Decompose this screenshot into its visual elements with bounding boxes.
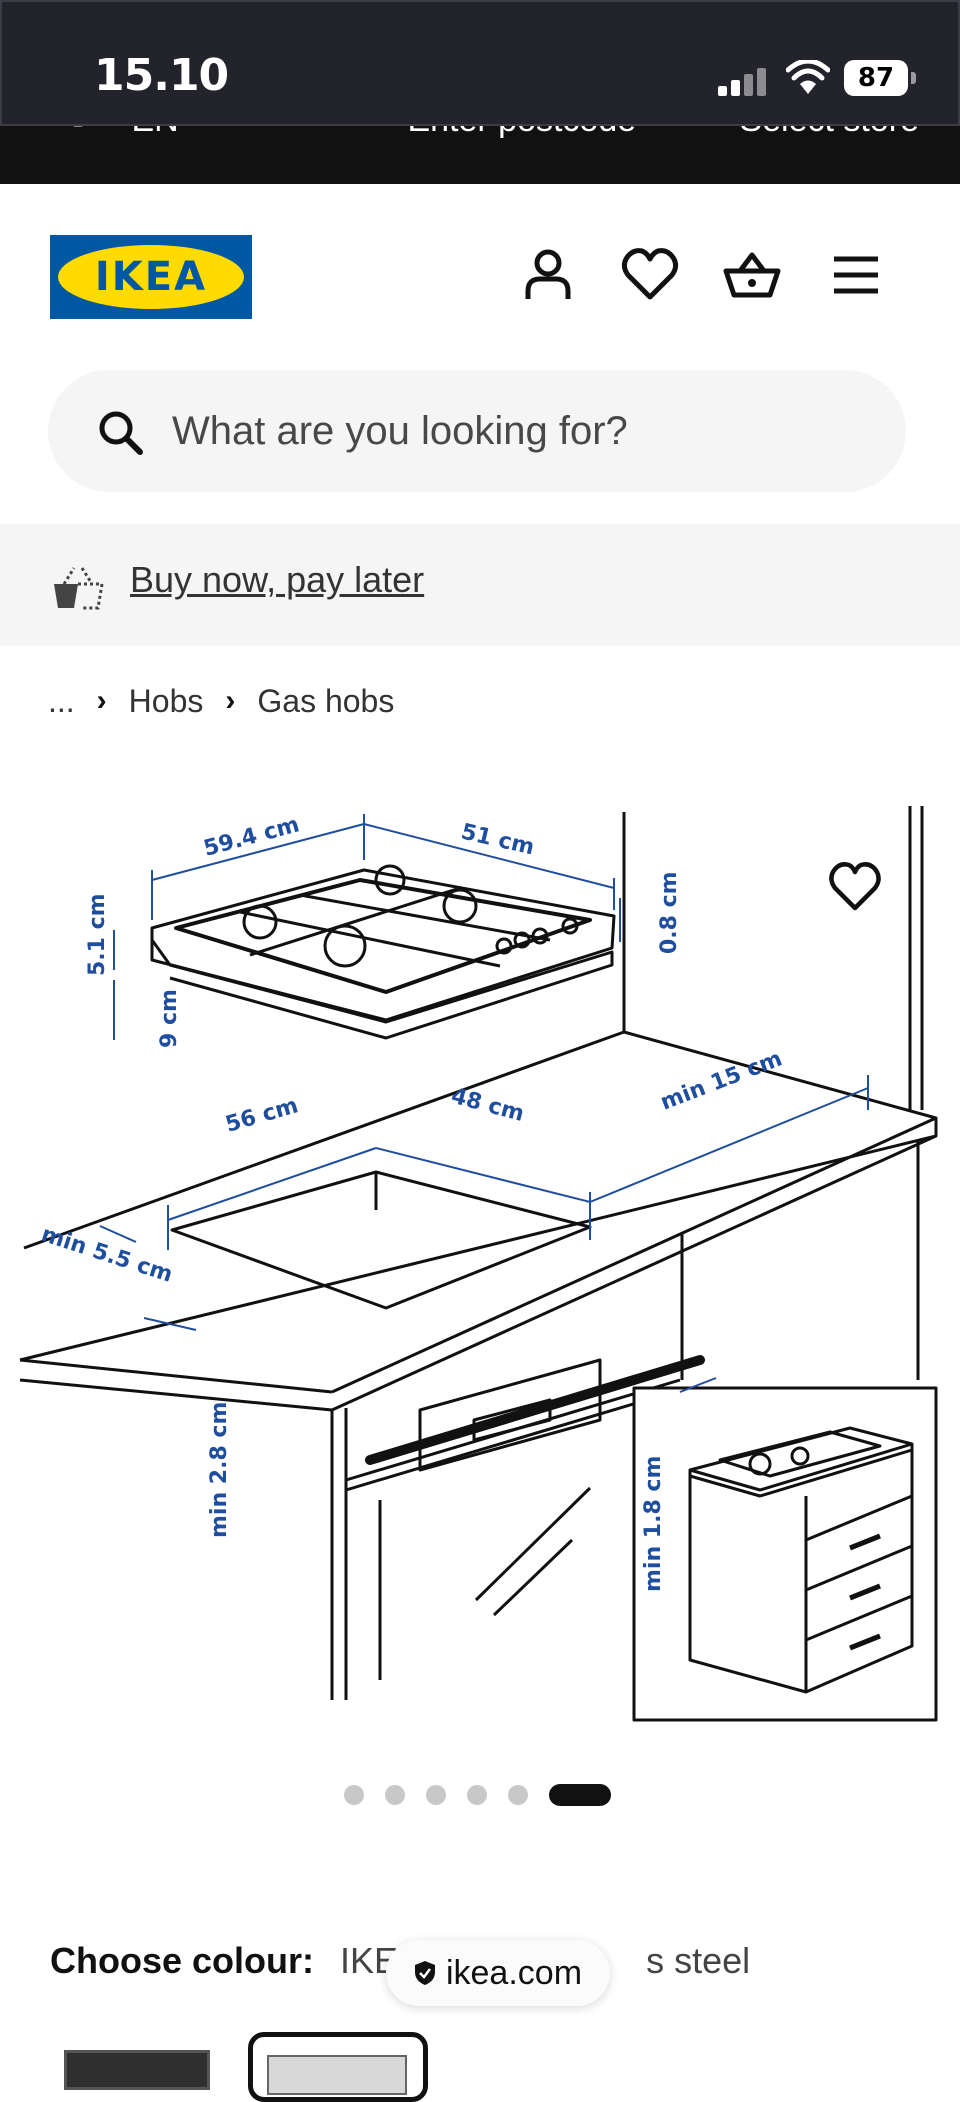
dim-height: 5.1 cm xyxy=(85,893,110,976)
carousel-dot[interactable] xyxy=(426,1785,446,1805)
dim-worktop-thickness: min 2.8 cm xyxy=(207,1402,232,1538)
dim-depth-below: 9 cm xyxy=(157,989,182,1048)
chevron-right-icon: › xyxy=(225,684,236,717)
carousel-dot-active[interactable] xyxy=(549,1784,611,1806)
carousel-dot[interactable] xyxy=(385,1785,405,1805)
carousel-dot[interactable] xyxy=(467,1785,487,1805)
colour-option-stainless-selected[interactable] xyxy=(248,2032,428,2102)
chevron-right-icon: › xyxy=(96,684,107,717)
colour-value-end: s steel xyxy=(646,1940,751,1981)
dim-cutout-depth: 48 cm xyxy=(448,1084,526,1127)
colour-selector: Choose colour: IKE s steel xyxy=(50,1940,750,1982)
colour-option-black[interactable] xyxy=(64,2050,210,2090)
bnpl-link[interactable]: Buy now, pay later xyxy=(130,559,425,600)
bnpl-banner[interactable]: Buy now, pay later xyxy=(0,524,960,646)
cellular-signal-icon xyxy=(718,68,770,96)
carousel-dot[interactable] xyxy=(508,1785,528,1805)
favourites-icon[interactable] xyxy=(620,245,680,305)
search-placeholder: What are you looking for? xyxy=(172,409,628,453)
colour-label: Choose colour: xyxy=(50,1940,315,1981)
dim-inset-gap: min 1.8 cm xyxy=(641,1456,666,1592)
menu-icon[interactable] xyxy=(826,245,886,305)
dim-thickness: 0.8 cm xyxy=(657,871,682,954)
secure-shield-icon xyxy=(414,1961,435,1985)
dim-front-clearance: min 5.5 cm xyxy=(38,1222,175,1288)
breadcrumb-ellipsis[interactable]: ... xyxy=(48,682,75,719)
breadcrumb: ... › Hobs › Gas hobs xyxy=(48,676,394,726)
dim-depth: 51 cm xyxy=(459,819,537,860)
search-bar[interactable]: What are you looking for? xyxy=(48,370,906,492)
battery-indicator: 87 xyxy=(844,60,916,96)
account-icon[interactable] xyxy=(518,245,578,305)
carousel-dot[interactable] xyxy=(344,1785,364,1805)
product-dimension-drawing[interactable]: 59.4 cm 51 cm 0.8 cm 5.1 cm 9 cm 56 cm 4… xyxy=(0,780,960,1740)
bnpl-basket-icon xyxy=(54,567,104,610)
breadcrumb-item-hobs[interactable]: Hobs xyxy=(128,682,204,719)
status-bar: 15.10 87 xyxy=(0,0,960,126)
dim-cutout-width: 56 cm xyxy=(223,1093,301,1137)
address-bar[interactable]: ikea.com xyxy=(386,1940,610,2006)
url-text: ikea.com xyxy=(445,1953,583,1992)
dim-wall-clearance: min 15 cm xyxy=(657,1046,785,1115)
wifi-icon xyxy=(786,60,830,94)
ikea-logo[interactable]: IKEA xyxy=(50,235,252,319)
search-icon xyxy=(99,411,143,455)
basket-icon[interactable] xyxy=(722,245,782,305)
breadcrumb-item-gas-hobs[interactable]: Gas hobs xyxy=(257,682,395,719)
add-to-favourites-heart-icon[interactable] xyxy=(828,860,882,912)
clock: 15.10 xyxy=(94,50,229,101)
logo-text: IKEA xyxy=(94,254,208,300)
